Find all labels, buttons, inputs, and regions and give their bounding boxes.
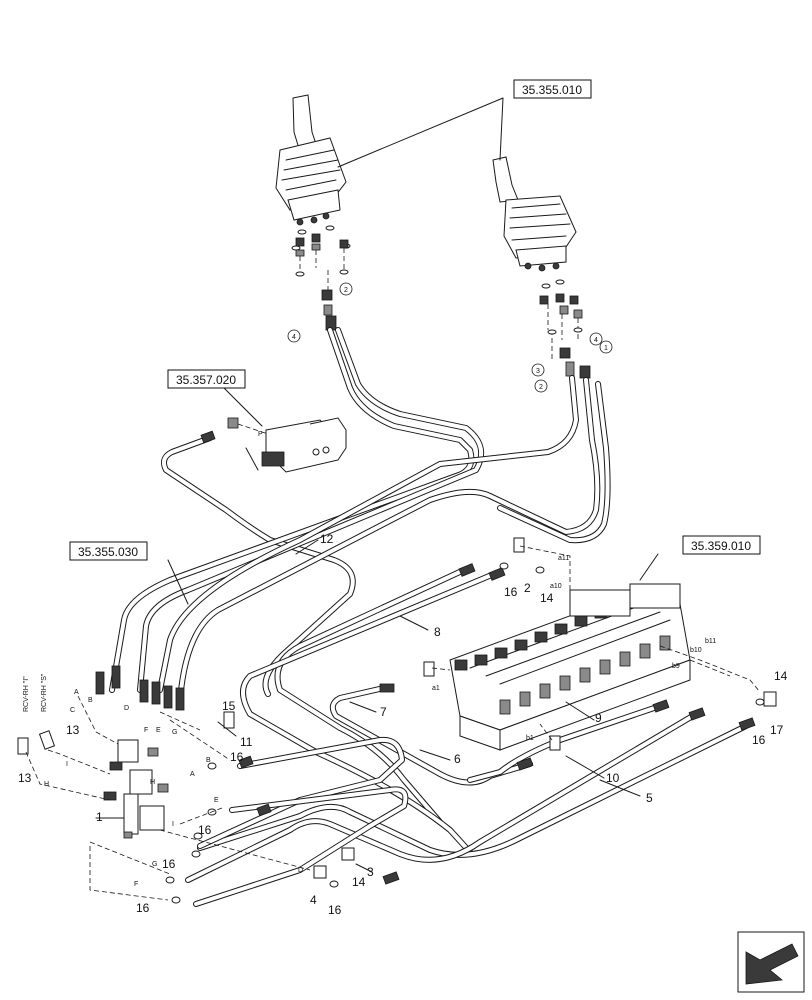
ref-box-valve[interactable]: 35.357.020: [167, 369, 246, 389]
side-label-rcv-i: RCV-RH "I": [23, 676, 30, 712]
svg-text:2: 2: [539, 384, 543, 391]
svg-text:E: E: [156, 727, 161, 734]
hose-routing: [109, 327, 749, 907]
svg-text:C: C: [70, 707, 75, 714]
svg-text:A: A: [74, 689, 79, 696]
svg-text:B: B: [206, 757, 211, 764]
svg-text:16: 16: [328, 903, 342, 917]
svg-text:35.357.020: 35.357.020: [176, 373, 236, 387]
svg-text:35.355.030: 35.355.030: [78, 545, 138, 559]
svg-text:14: 14: [352, 875, 366, 889]
svg-text:I: I: [66, 761, 68, 768]
item-callouts[interactable]: 1 2 3 4 5 6 7 8 9 10 11 12 13 13 14 14 1…: [18, 532, 788, 917]
svg-text:15: 15: [222, 699, 236, 713]
svg-text:17: 17: [770, 723, 784, 737]
svg-text:13: 13: [66, 723, 80, 737]
svg-text:6: 6: [454, 752, 461, 766]
svg-text:16: 16: [230, 750, 244, 764]
svg-text:F: F: [134, 881, 138, 888]
svg-text:a11: a11: [558, 555, 569, 562]
svg-text:5: 5: [646, 791, 653, 805]
ref-box-hoses[interactable]: 35.355.030: [69, 541, 148, 561]
svg-text:B: B: [88, 697, 93, 704]
svg-text:1: 1: [96, 810, 103, 824]
svg-text:4: 4: [310, 893, 317, 907]
circled-callouts: 2 4 3 2 4 1: [287, 282, 613, 393]
svg-text:D: D: [298, 867, 303, 874]
svg-text:4: 4: [594, 337, 598, 344]
manifold-block: [103, 739, 169, 839]
side-label-rcv-s: RCV-RH "S": [41, 673, 48, 712]
svg-text:1: 1: [604, 345, 608, 352]
svg-text:9: 9: [595, 711, 602, 725]
svg-text:13: 13: [18, 771, 32, 785]
svg-text:3: 3: [536, 368, 540, 375]
svg-text:H: H: [150, 779, 155, 786]
svg-text:35.355.010: 35.355.010: [522, 83, 582, 97]
svg-text:b1: b1: [526, 735, 534, 742]
hose-fittings: [17, 430, 777, 904]
ref-box-control-valve[interactable]: 35.359.010: [682, 535, 761, 555]
svg-text:F: F: [144, 727, 148, 734]
svg-text:H: H: [44, 781, 49, 788]
view-direction-icon: [737, 931, 805, 993]
svg-text:35.359.010: 35.359.010: [691, 539, 751, 553]
svg-text:I: I: [172, 821, 174, 828]
control-valve-block: [449, 583, 691, 751]
svg-text:10: 10: [606, 771, 620, 785]
svg-text:8: 8: [434, 625, 441, 639]
pressure-valve: [227, 417, 347, 473]
svg-text:16: 16: [504, 585, 518, 599]
svg-text:b10: b10: [690, 647, 702, 654]
port-labels: P A B C D E F G H I H I B A E D G F a1 b…: [44, 431, 716, 888]
left-joystick: [275, 94, 351, 331]
svg-text:14: 14: [540, 591, 554, 605]
svg-text:b9: b9: [672, 663, 680, 670]
dashed-connection-lines: [25, 545, 761, 901]
svg-text:3: 3: [367, 865, 374, 879]
svg-text:16: 16: [136, 901, 150, 915]
svg-text:D: D: [124, 705, 129, 712]
svg-text:11: 11: [240, 735, 253, 749]
svg-text:E: E: [214, 797, 219, 804]
svg-text:7: 7: [380, 705, 387, 719]
svg-text:4: 4: [292, 334, 296, 341]
svg-text:a1: a1: [432, 685, 440, 692]
svg-text:14: 14: [774, 669, 788, 683]
svg-text:A: A: [190, 771, 195, 778]
svg-text:16: 16: [198, 823, 212, 837]
svg-text:G: G: [152, 861, 157, 868]
svg-text:a10: a10: [550, 583, 562, 590]
svg-text:b11: b11: [705, 638, 716, 645]
right-joystick: [492, 156, 591, 379]
leader-lines: [167, 539, 659, 873]
ref-box-joystick[interactable]: 35.355.010: [513, 79, 592, 99]
svg-text:G: G: [172, 729, 177, 736]
svg-text:P: P: [258, 431, 263, 438]
svg-text:2: 2: [524, 581, 531, 595]
svg-text:16: 16: [162, 857, 176, 871]
svg-text:16: 16: [752, 733, 766, 747]
svg-text:12: 12: [320, 532, 334, 546]
svg-text:2: 2: [344, 287, 348, 294]
